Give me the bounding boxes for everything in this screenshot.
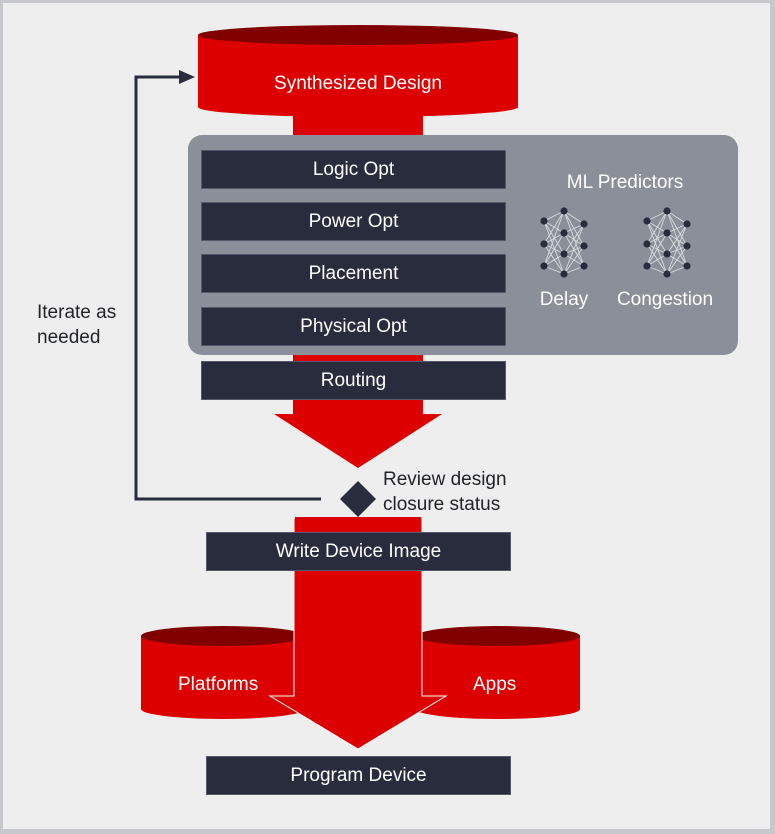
synthesized-design-cylinder (198, 25, 518, 117)
step-label: Routing (320, 369, 387, 391)
review-label-line1: Review design (383, 469, 507, 490)
synthesized-design-label: Synthesized Design (274, 73, 442, 94)
step-logic-opt[interactable]: Logic Opt (201, 150, 506, 189)
step-label: Write Device Image (275, 540, 442, 562)
step-label: Power Opt (308, 210, 399, 232)
diagram-canvas: Synthesized Design Logic Opt Power Opt P… (3, 3, 770, 829)
step-power-opt[interactable]: Power Opt (201, 202, 506, 241)
ml-predictors-title: ML Predictors (566, 172, 684, 193)
input-label-apps: Apps (473, 674, 517, 695)
step-label: Placement (308, 262, 399, 284)
step-label: Program Device (290, 764, 427, 786)
diagram-shapes (134, 25, 580, 750)
input-label-platforms: Platforms (178, 674, 259, 695)
iterate-label-line2: needed (37, 327, 101, 348)
iterate-loop-arrowhead-icon (179, 70, 195, 84)
predictor-label-congestion: Congestion (616, 289, 714, 310)
step-program-device[interactable]: Program Device (206, 756, 511, 795)
step-physical-opt[interactable]: Physical Opt (201, 307, 506, 346)
flow-arrow-head-routing (274, 414, 442, 468)
neural-network-icon (540, 207, 588, 278)
review-label-line2: closure status (383, 494, 501, 515)
review-label: Review design closure status (383, 467, 507, 517)
apps-cylinder (416, 626, 580, 719)
step-label: Logic Opt (312, 158, 395, 180)
step-placement[interactable]: Placement (201, 254, 506, 293)
step-write-device-image[interactable]: Write Device Image (206, 532, 511, 571)
neural-network-icon (643, 207, 691, 278)
iterate-loop-line (134, 75, 321, 501)
iterate-label-line1: Iterate as (37, 302, 117, 323)
step-label: Physical Opt (300, 315, 407, 337)
iterate-label: Iterate as needed (37, 300, 116, 350)
decision-diamond-icon (340, 481, 376, 517)
predictor-label-delay: Delay (539, 289, 589, 310)
platforms-cylinder (141, 626, 305, 719)
step-routing[interactable]: Routing (201, 361, 506, 400)
